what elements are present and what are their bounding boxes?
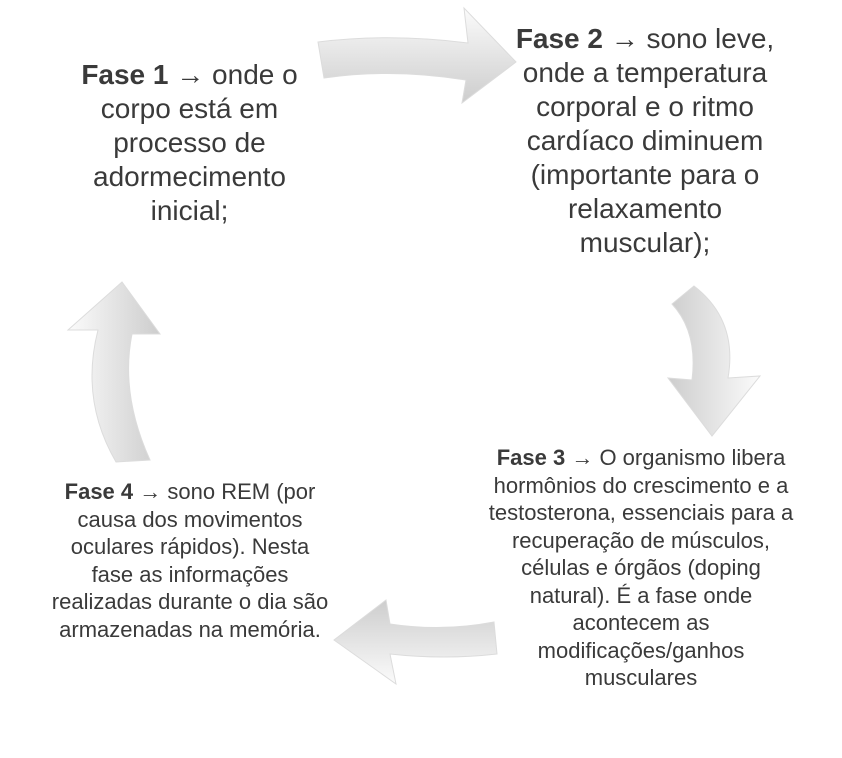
phase-4-description: sono REM (por causa dos movimentos ocula… (51, 479, 329, 642)
phase-3-arrow-icon: → (571, 445, 594, 470)
phase-3-label: Fase 3 (496, 445, 566, 470)
phase-2-description: sono leve, onde a temperatura corporal e… (522, 23, 775, 258)
curved-arrow-right-icon (317, 6, 517, 105)
phase-4-text: Fase 4 → sono REM (por causa dos movimen… (50, 478, 330, 643)
phase-4-arrow-icon: → (139, 479, 162, 504)
curved-arrow-left-icon (333, 599, 498, 686)
phase-3-text: Fase 3 → O organismo libera hormônios do… (488, 444, 794, 692)
phase-2-arrow-icon: → (610, 23, 639, 54)
phase-4-label: Fase 4 (64, 479, 134, 504)
phase-1-arrow-icon: → (176, 59, 205, 90)
curved-arrow-down-icon (666, 285, 762, 437)
phase-2-text: Fase 2 → sono leve, onde a temperatura c… (500, 22, 790, 260)
curved-arrow-up-icon (66, 281, 161, 463)
phase-1-text: Fase 1 → onde o corpo está em processo d… (62, 58, 317, 228)
phase-1-label: Fase 1 (81, 59, 169, 90)
phase-1-description: onde o corpo está em processo de adormec… (93, 59, 298, 226)
phase-3-description: O organismo libera hormônios do crescime… (488, 445, 794, 690)
phase-2-label: Fase 2 (515, 23, 603, 54)
